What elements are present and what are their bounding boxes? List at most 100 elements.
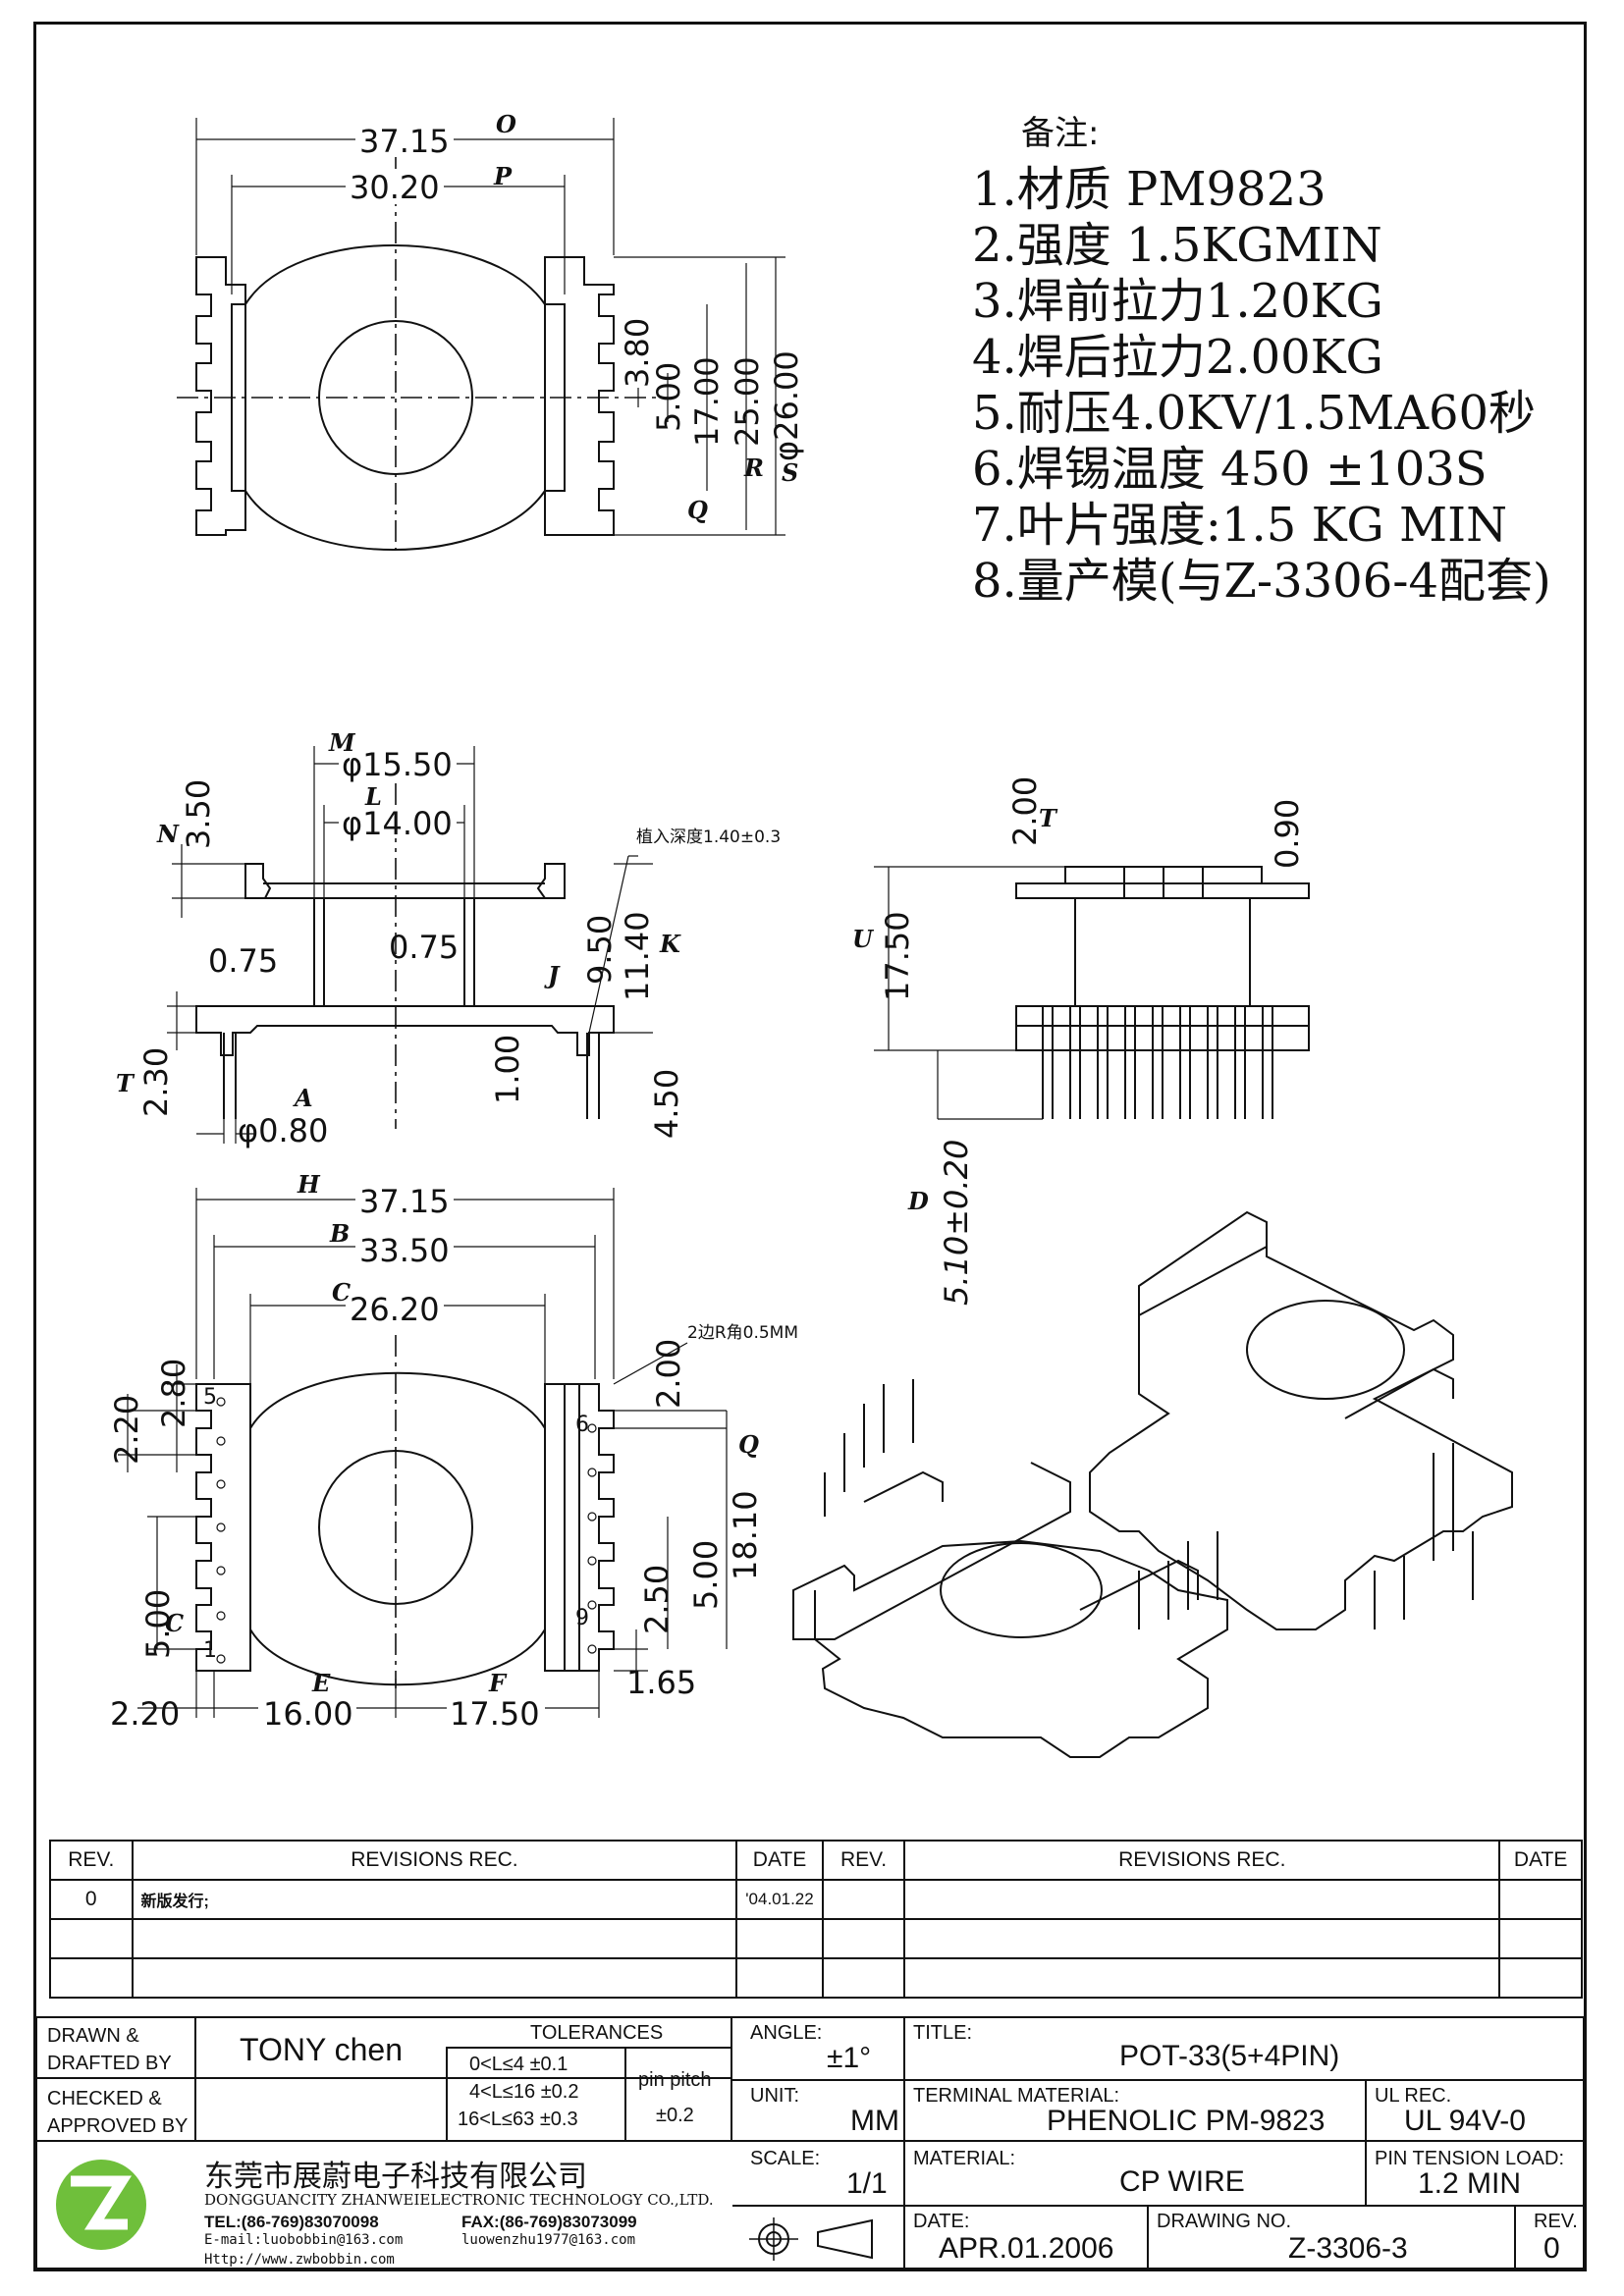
dim-2-20-bottom: 2.20 <box>110 1695 180 1733</box>
dim-25-00: 25.00 <box>729 356 766 447</box>
dim-37-15-top: 37.15 <box>359 123 450 160</box>
note-6: 6.焊锡温度 450 ±103S <box>972 442 1488 497</box>
tolerances-header: TOLERANCES <box>530 2022 664 2044</box>
table-row <box>49 1957 1583 1999</box>
revisions-rec-header-2: REVISIONS REC. <box>903 1840 1501 1881</box>
drawn-by-label: DRAWN & DRAFTED BY <box>47 2025 172 2074</box>
dim-2-00-bottom: 2.00 <box>650 1339 687 1409</box>
note-7: 7.叶片强度:1.5 KG MIN <box>972 498 1508 553</box>
company-website: Http://www.zwbobbin.com <box>204 2252 395 2268</box>
title-label: TITLE: <box>913 2022 973 2044</box>
label-t-front: T <box>116 1069 135 1097</box>
ul-rec-value: UL 94V-0 <box>1404 2105 1526 2137</box>
label-m: M <box>328 728 356 757</box>
angle-value: ±1° <box>827 2042 872 2074</box>
dim-26-00-dia: φ26.00 <box>768 350 805 461</box>
date-header-2: DATE <box>1498 1840 1583 1881</box>
dim-2-80: 2.80 <box>155 1359 192 1428</box>
revisions-table: REV. REVISIONS REC. DATE REV. REVISIONS … <box>49 1840 1583 1999</box>
label-k: K <box>659 930 681 958</box>
dim-2-20-left: 2.20 <box>108 1395 145 1465</box>
dim-5-00-bottom-left: 5.00 <box>139 1589 177 1659</box>
rev-value: 0 <box>1543 2232 1560 2265</box>
label-c-left: C <box>165 1609 184 1637</box>
drawing-frame <box>33 22 1587 2271</box>
note-1: 1.材质 PM9823 <box>972 162 1326 217</box>
label-n: N <box>156 820 180 848</box>
dim-4-50: 4.50 <box>648 1069 685 1139</box>
label-e: E <box>311 1669 331 1697</box>
rev-cell: 0 <box>49 1879 134 1920</box>
company-fax: FAX:(86-769)83073099 <box>461 2213 637 2231</box>
scale-label: SCALE: <box>750 2148 821 2169</box>
pin-tension-value: 1.2 MIN <box>1418 2167 1522 2200</box>
label-p: P <box>493 162 513 190</box>
isometric-view-upper <box>1089 1210 1513 1630</box>
company-email-1: E-mail:luobobbin@163.com <box>204 2232 404 2248</box>
dim-2-50: 2.50 <box>638 1565 676 1634</box>
dim-17-50: 17.50 <box>879 911 916 1001</box>
dim-1-65: 1.65 <box>626 1664 696 1701</box>
label-h: H <box>297 1170 321 1199</box>
company-email-2: luowenzhu1977@163.com <box>461 2232 636 2248</box>
pin-number-5: 5 <box>203 1385 217 1410</box>
pin-number-1: 1 <box>203 1638 217 1663</box>
table-row <box>49 1918 1583 1959</box>
label-c-top: C <box>332 1278 351 1307</box>
terminal-material-label: TERMINAL MATERIAL: <box>913 2085 1120 2107</box>
label-r: R <box>743 454 764 482</box>
isometric-view-lower <box>792 1379 1228 1758</box>
dim-3-50: 3.50 <box>180 779 217 849</box>
dim-37-15-bottom: 37.15 <box>359 1183 450 1220</box>
label-j: J <box>544 961 561 989</box>
tolerance-2: 4<L≤16 ±0.2 <box>469 2081 579 2103</box>
note-insert-depth: 植入深度1.40±0.3 <box>636 828 781 847</box>
top-view: 37.15 O 30.20 P 3.80 5.00 17.00 25.00 φ2… <box>177 110 805 551</box>
label-s: S <box>782 458 798 487</box>
label-l: L <box>364 782 382 811</box>
unit-value: MM <box>850 2105 899 2137</box>
dim-33-50: 33.50 <box>359 1232 450 1269</box>
notes-heading: 备注: <box>1021 114 1100 153</box>
note-2: 2.强度 1.5KGMIN <box>972 218 1382 273</box>
date-header: DATE <box>735 1840 824 1881</box>
drawn-by-value: TONY chen <box>240 2032 404 2067</box>
dim-5-10: 5.10±0.20 <box>938 1140 975 1306</box>
tolerance-3: 16<L≤63 ±0.3 <box>458 2109 578 2130</box>
projection-symbol-icon <box>749 2217 873 2261</box>
dim-5-00-bottom-right: 5.00 <box>687 1540 725 1610</box>
dim-15-50-dia: φ15.50 <box>342 746 453 783</box>
dim-1-00: 1.00 <box>489 1035 526 1104</box>
label-b: B <box>329 1219 350 1248</box>
dim-0-90: 0.90 <box>1269 799 1306 869</box>
part-title: POT-33(5+4PIN) <box>1119 2040 1340 2072</box>
drawing-no-label: DRAWING NO. <box>1157 2211 1292 2232</box>
note-3: 3.焊前拉力1.20KG <box>972 274 1383 329</box>
dim-26-20: 26.20 <box>350 1291 440 1328</box>
revisions-rec-header: REVISIONS REC. <box>131 1840 738 1881</box>
pin-number-6: 6 <box>575 1413 589 1437</box>
notes-block: 备注: 1.材质 PM9823 2.强度 1.5KGMIN 3.焊前拉力1.20… <box>972 106 1561 610</box>
label-a: A <box>293 1084 313 1112</box>
company-tel: TEL:(86-769)83070098 <box>204 2213 379 2231</box>
angle-label: ANGLE: <box>750 2022 823 2044</box>
dim-2-30: 2.30 <box>137 1047 175 1117</box>
company-name-cn: 东莞市展蔚电子科技有限公司 <box>204 2160 587 2194</box>
pin-pitch-label: pin pitch <box>638 2069 712 2091</box>
company-name-en: DONGGUANCITY ZHANWEIELECTRONIC TECHNOLOG… <box>204 2191 714 2209</box>
label-u: U <box>852 925 875 953</box>
terminal-material-value: PHENOLIC PM-9823 <box>1047 2105 1326 2137</box>
label-f: F <box>488 1669 508 1697</box>
bottom-view: 5 1 6 9 37.15 H 33.50 B 26.20 C 2边R角0.5M… <box>108 1170 798 1733</box>
scale-value: 1/1 <box>846 2167 888 2200</box>
note-8: 8.量产模(与Z-3306-4配套) <box>972 554 1551 609</box>
date-cell: '04.01.22 <box>735 1879 824 1920</box>
dim-0-80-dia: φ0.80 <box>238 1112 328 1149</box>
note-5: 5.耐压4.0KV/1.5MA60秒 <box>972 386 1537 441</box>
drawing-no-value: Z-3306-3 <box>1288 2232 1408 2265</box>
pin-tension-label: PIN TENSION LOAD: <box>1375 2148 1565 2169</box>
date-value: APR.01.2006 <box>939 2232 1114 2265</box>
tolerance-1: 0<L≤4 ±0.1 <box>469 2054 568 2075</box>
dim-17-50-bottom: 17.50 <box>450 1695 540 1733</box>
dim-2-00-side: 2.00 <box>1006 776 1044 846</box>
